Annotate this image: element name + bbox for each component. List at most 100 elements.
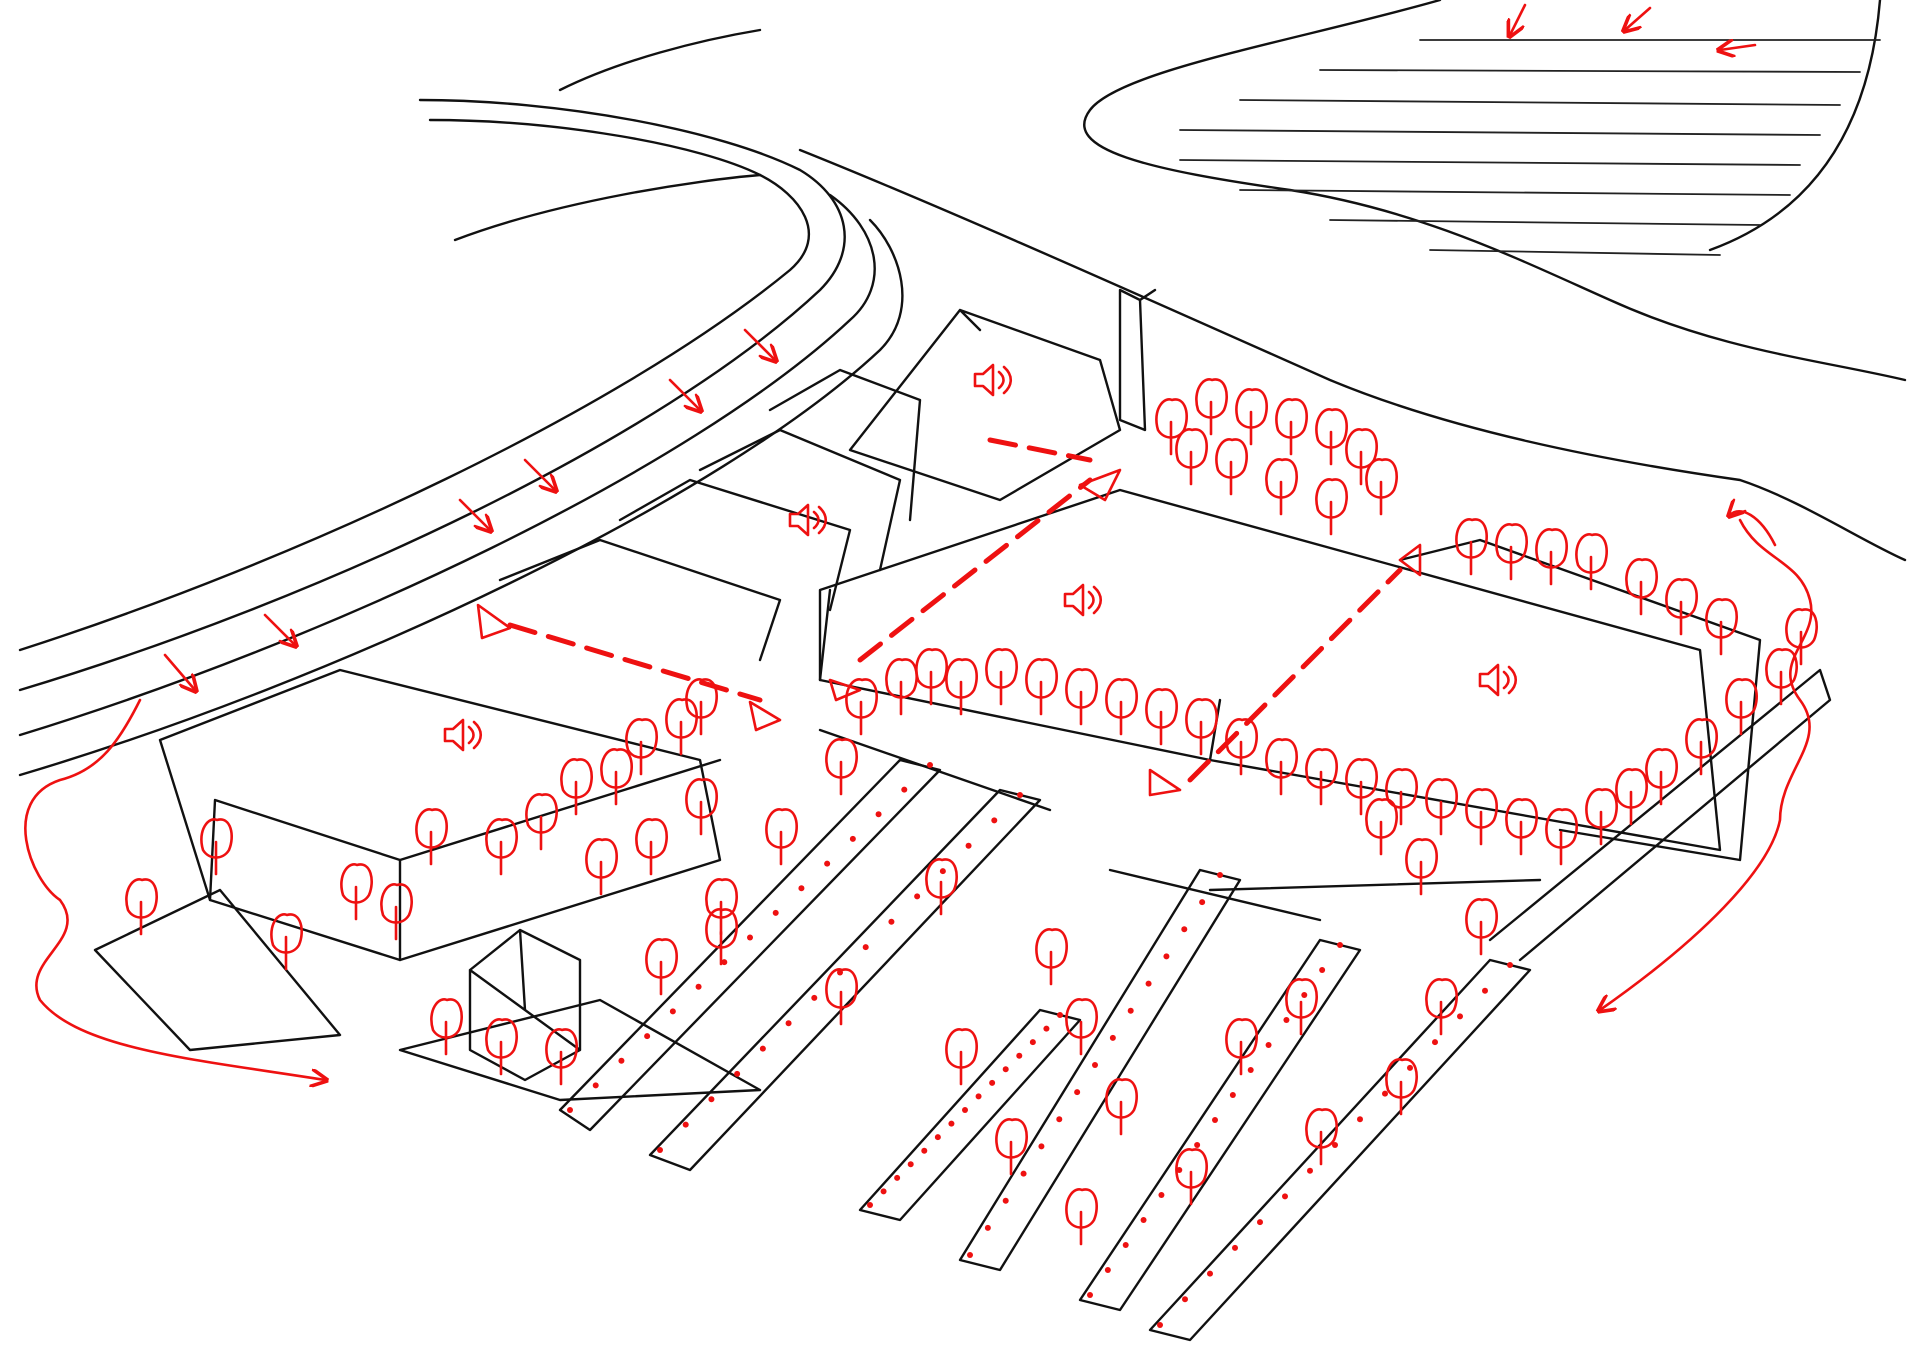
walkway-dot	[1194, 1142, 1201, 1148]
walkway-dot	[1087, 1292, 1093, 1298]
tree-icon	[1495, 523, 1528, 581]
tree-icon	[1615, 768, 1648, 826]
tree-icon	[1425, 978, 1458, 1036]
tree-icon	[1585, 788, 1618, 846]
walkway-dot	[682, 1121, 689, 1128]
tree-icon	[1465, 788, 1498, 846]
walkway-dot	[1307, 1167, 1313, 1174]
tree-icon	[1225, 718, 1258, 776]
tree-icon	[1465, 898, 1498, 956]
tree-icon	[1105, 1078, 1138, 1136]
tree-icon	[945, 658, 978, 716]
viewpoint-triangle-icon	[748, 700, 782, 732]
tree-icon	[1315, 408, 1348, 466]
tree-icon	[1025, 658, 1058, 716]
walkway-dot	[921, 1147, 928, 1154]
tree-icon	[925, 858, 958, 916]
walkway-dot	[1016, 1052, 1023, 1059]
walkway-dot	[1482, 987, 1488, 994]
tree-icon	[685, 678, 718, 736]
trees	[125, 378, 1818, 1246]
tree-icon	[340, 863, 373, 921]
walkway-dot	[1145, 980, 1152, 987]
walkway-dot	[618, 1057, 625, 1064]
walkway-dot	[1199, 899, 1206, 906]
walkway-dot	[1337, 942, 1343, 948]
walkway-dot	[1122, 1242, 1129, 1248]
walkway-dot	[862, 944, 869, 951]
walkway-dot	[1357, 1116, 1363, 1123]
walkway-dot	[1207, 1270, 1213, 1277]
tree-icon	[1685, 718, 1718, 776]
tree-icon	[1345, 758, 1378, 816]
walkway-dot	[1109, 1034, 1116, 1041]
walkway-dot	[1247, 1067, 1254, 1073]
walkway-dot	[901, 786, 908, 793]
tree-icon	[1665, 578, 1698, 636]
tree-icon	[485, 1018, 518, 1076]
walkway-dot	[1301, 992, 1308, 998]
walkway-dot	[1257, 1219, 1263, 1226]
tree-icon	[1265, 458, 1298, 516]
tree-icon	[1575, 533, 1608, 591]
viewpoint-triangle-icon	[476, 603, 512, 640]
walkway-dot	[1127, 1007, 1134, 1014]
walkway-dot	[1182, 1296, 1188, 1303]
walkway-dot	[1002, 1066, 1009, 1073]
arrow-icon	[458, 498, 490, 530]
tree-icon	[1345, 428, 1378, 486]
walkway-dot	[811, 994, 818, 1001]
walkway-dot	[1043, 1025, 1050, 1032]
viewpoint-triangle-icon	[828, 678, 862, 702]
arrow-icon	[743, 328, 775, 360]
tree-icon	[985, 648, 1018, 706]
tree-icon	[1385, 768, 1418, 826]
walkway-dot	[965, 842, 972, 849]
viewpoint-triangle-icon	[1078, 468, 1122, 502]
tree-icon	[560, 758, 593, 816]
tree-icon	[525, 793, 558, 851]
walkway-dot	[1163, 953, 1170, 960]
walkway-dot	[824, 860, 831, 867]
tree-icon	[1065, 1188, 1098, 1246]
walkway-dot	[939, 868, 946, 875]
tree-icon	[635, 818, 668, 876]
road-lines	[18, 28, 904, 777]
tree-icon	[1545, 808, 1578, 866]
walkway-dot	[1002, 1197, 1009, 1204]
walkway-dot	[1332, 1142, 1338, 1148]
walkway-dot	[1432, 1039, 1438, 1046]
tree-icon	[430, 998, 463, 1056]
tree-icon	[1385, 1058, 1418, 1116]
tree-icon	[1265, 738, 1298, 796]
arrow-icon	[1720, 45, 1757, 50]
walkway-dot	[1181, 926, 1188, 933]
walkway-dot	[907, 1161, 914, 1168]
tree-icon	[845, 678, 878, 736]
walkway-dot	[1017, 792, 1023, 798]
tree-icon	[1785, 608, 1818, 666]
tree-icon	[1275, 398, 1308, 456]
walkway-dot	[875, 811, 882, 818]
arrow-icon	[24, 698, 325, 1080]
tree-icon	[380, 883, 413, 941]
walkway-dot	[1265, 1042, 1272, 1048]
speaker-icon	[788, 503, 828, 537]
walkway-dot	[669, 1008, 676, 1015]
tree-icon	[1505, 798, 1538, 856]
tree-icon	[765, 808, 798, 866]
planting-strips	[93, 668, 1832, 1342]
walkway-dot	[1056, 1116, 1063, 1123]
walkway-dot	[1020, 1170, 1027, 1177]
arrow-icon	[1625, 6, 1652, 30]
field-area	[798, 0, 1907, 562]
walkway-dot	[1057, 1012, 1063, 1018]
tree-icon	[200, 818, 233, 876]
walkway-dot	[1104, 1267, 1111, 1273]
speaker-icon	[973, 363, 1013, 397]
viewpoint-triangle-icon	[1398, 543, 1422, 577]
tree-icon	[885, 658, 918, 716]
tree-icon	[1625, 558, 1658, 616]
axis-lines	[507, 437, 1403, 783]
tree-icon	[1645, 748, 1678, 806]
